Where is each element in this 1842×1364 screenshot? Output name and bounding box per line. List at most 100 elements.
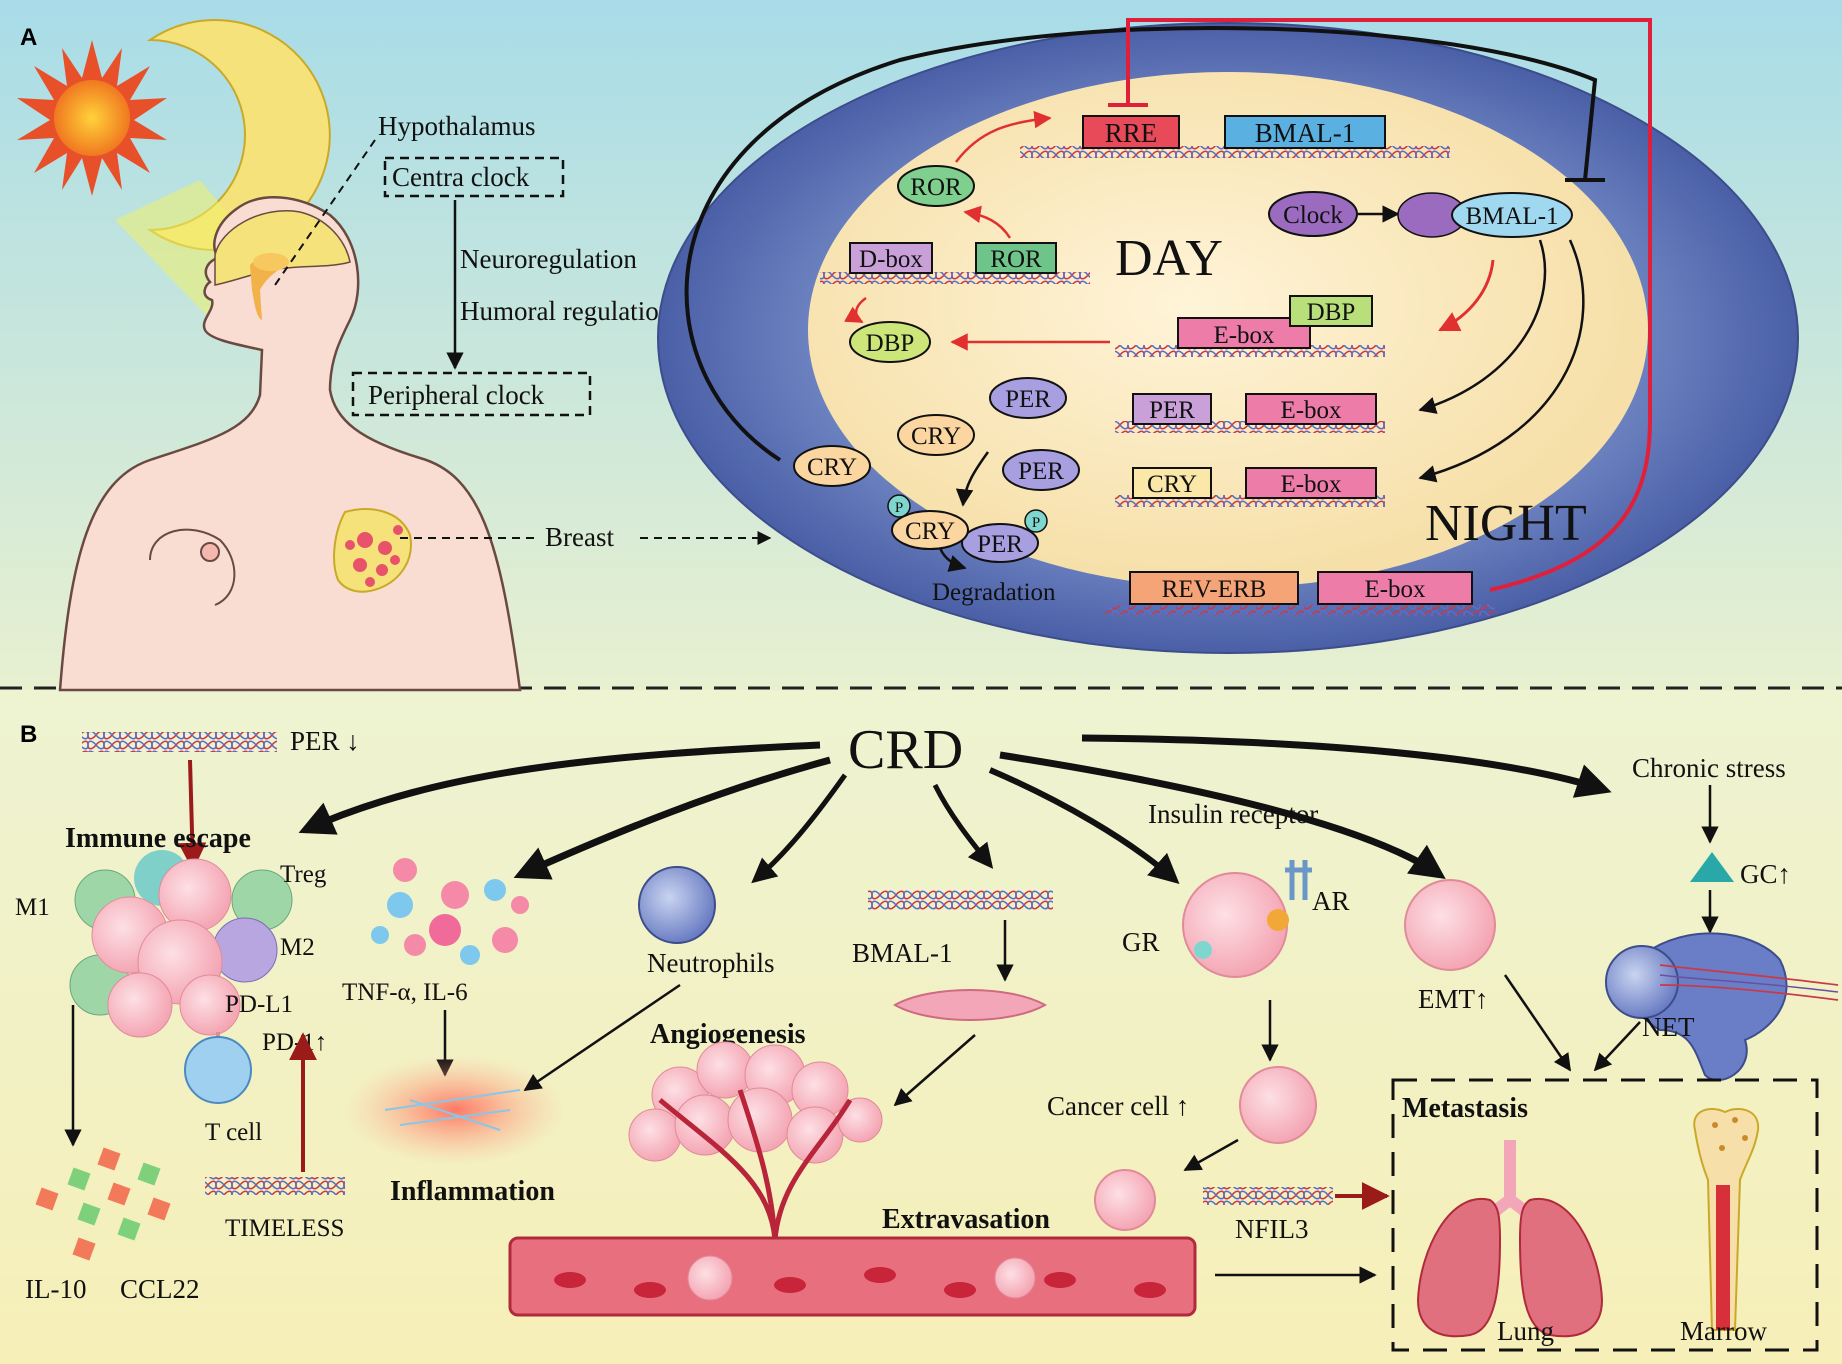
per-to-immune-arrow — [178, 759, 207, 871]
neutrophils-label: Neutrophils — [647, 948, 775, 978]
dbp-protein — [849, 321, 931, 363]
phosphate-2 — [1024, 509, 1048, 533]
cytokine-dots — [371, 858, 529, 965]
ebox-per-box — [1245, 393, 1377, 425]
ror-gene-box — [975, 242, 1057, 274]
net-label: NET — [1642, 1012, 1695, 1042]
metastasis-box — [1391, 1078, 1819, 1352]
lung-label: Lung — [1497, 1316, 1554, 1346]
tumor-cluster-illustration — [69, 850, 293, 1038]
crd-title: CRD — [848, 719, 963, 781]
per-gene-box — [1132, 393, 1212, 425]
neutrophils-to-inflammation-arrow — [523, 983, 681, 1092]
bmal1-gene-box — [1224, 115, 1386, 149]
extravasating-cell — [1094, 1169, 1156, 1231]
ebox-1-label: E-box — [1213, 322, 1275, 349]
cry-complex-label: CRY — [905, 518, 955, 545]
night-label: NIGHT — [1425, 495, 1587, 552]
per-complex-label: PER — [977, 531, 1023, 558]
circulating-tumor-cell-1 — [687, 1255, 733, 1301]
inflammation-fibers — [384, 1089, 521, 1131]
breast-tissue-illustration — [333, 508, 412, 593]
phosphate-1 — [887, 494, 911, 518]
central-clock-box — [383, 156, 565, 198]
peripheral-clock-label: Peripheral clock — [368, 380, 545, 410]
ror-gene-label: ROR — [990, 246, 1042, 273]
endothelial-cell-icon — [892, 989, 1048, 1021]
gc-triangle-icon — [1690, 852, 1734, 882]
m2-label: M2 — [280, 934, 315, 961]
rre-label: RRE — [1105, 118, 1158, 148]
ar-label: AR — [1312, 886, 1350, 916]
cry-outer-label: CRY — [807, 454, 857, 481]
panel-a-letter: A — [20, 24, 37, 51]
crd-arrows — [298, 734, 1612, 884]
per-protein-1-label: PER — [1005, 386, 1051, 413]
metastasis-title: Metastasis — [1402, 1093, 1528, 1124]
angiogenesis-tumor — [628, 1041, 883, 1241]
cry-protein-1-label: CRY — [911, 423, 961, 450]
central-clock-label: Centra clock — [392, 162, 530, 192]
ebox-2-label: E-box — [1280, 397, 1342, 424]
cry-complex-protein — [891, 510, 969, 550]
cry-gene-label: CRY — [1147, 471, 1197, 498]
circulating-tumor-cell-2 — [994, 1257, 1036, 1299]
clock-protein — [1268, 191, 1358, 237]
emt-cell-illustration — [1404, 879, 1496, 971]
timeless-dna-icon — [205, 1177, 345, 1195]
cry-outer-protein — [793, 445, 871, 487]
cell-red-arrows — [843, 110, 1495, 351]
gr-label: GR — [1122, 927, 1160, 957]
reverb-gene-box — [1129, 571, 1299, 605]
extravasation-title: Extravasation — [882, 1204, 1050, 1235]
blood-vessel — [508, 1236, 1197, 1317]
per-protein-2-label: PER — [1018, 458, 1064, 485]
bmal1-label: BMAL-1 — [852, 938, 953, 968]
clock-label: Clock — [1283, 202, 1343, 229]
ebox-reverb-box — [1317, 571, 1473, 605]
hypothalamus-label: Hypothalamus — [378, 111, 535, 141]
cancer-cell-label: Cancer cell ↑ — [1047, 1091, 1189, 1121]
cancer-to-extravasation-arrow — [1183, 1138, 1239, 1172]
humoral-regulation-label: Humoral regulation — [460, 296, 673, 326]
cytokine-squares — [35, 1147, 171, 1261]
t-cell-label: T cell — [205, 1119, 262, 1146]
ccl22-label: CCL22 — [120, 1274, 200, 1304]
inflammation-glow — [345, 1055, 565, 1165]
chronic-stress-label: Chronic stress — [1632, 753, 1786, 783]
dbp-protein-label: DBP — [866, 330, 915, 357]
immune-escape-title: Immune escape — [65, 823, 251, 854]
dbox-gene-box — [849, 242, 933, 274]
gc-label: GC↑ — [1740, 859, 1791, 889]
phosphate-2-label: P — [1032, 515, 1040, 531]
bmal1-protein-label: BMAL-1 — [1465, 203, 1558, 230]
pdl1-label: PD-L1 — [225, 991, 293, 1018]
per-dna-icon — [82, 732, 277, 752]
rre-gene-box — [1082, 115, 1180, 149]
net-to-metastasis-arrow — [1593, 1021, 1641, 1072]
pd1-label: PD-1↑ — [262, 1029, 327, 1056]
m1-label: M1 — [15, 894, 50, 921]
reverb-feedback-loop-line — [1126, 18, 1652, 592]
ebox-cry-box — [1245, 467, 1377, 499]
cry-feedback-loop-line — [684, 26, 1598, 462]
per-protein-1 — [989, 377, 1067, 419]
peripheral-clock-box — [351, 371, 592, 417]
hypothalamus-leader-line — [274, 139, 376, 286]
neuroregulation-label: Neuroregulation — [460, 244, 637, 274]
ebox-dbp-gene-box — [1177, 317, 1311, 349]
lung-illustration — [1416, 1140, 1604, 1338]
emt-to-metastasis-arrow — [1503, 974, 1572, 1072]
ebox-3-label: E-box — [1280, 471, 1342, 498]
per-complex-protein — [961, 523, 1039, 563]
degradation-label: Degradation — [932, 579, 1056, 606]
dbp-gene-label: DBP — [1307, 299, 1356, 326]
endothelial-to-angiogenesis-arrow — [893, 1034, 976, 1107]
ebox-4-label: E-box — [1364, 576, 1426, 603]
receptor-cell-illustration — [1182, 860, 1312, 978]
ror-protein-label: ROR — [910, 174, 962, 201]
tnf-il6-label: TNF-α, IL-6 — [342, 979, 468, 1006]
bmal1-dna-icon — [868, 890, 1053, 910]
